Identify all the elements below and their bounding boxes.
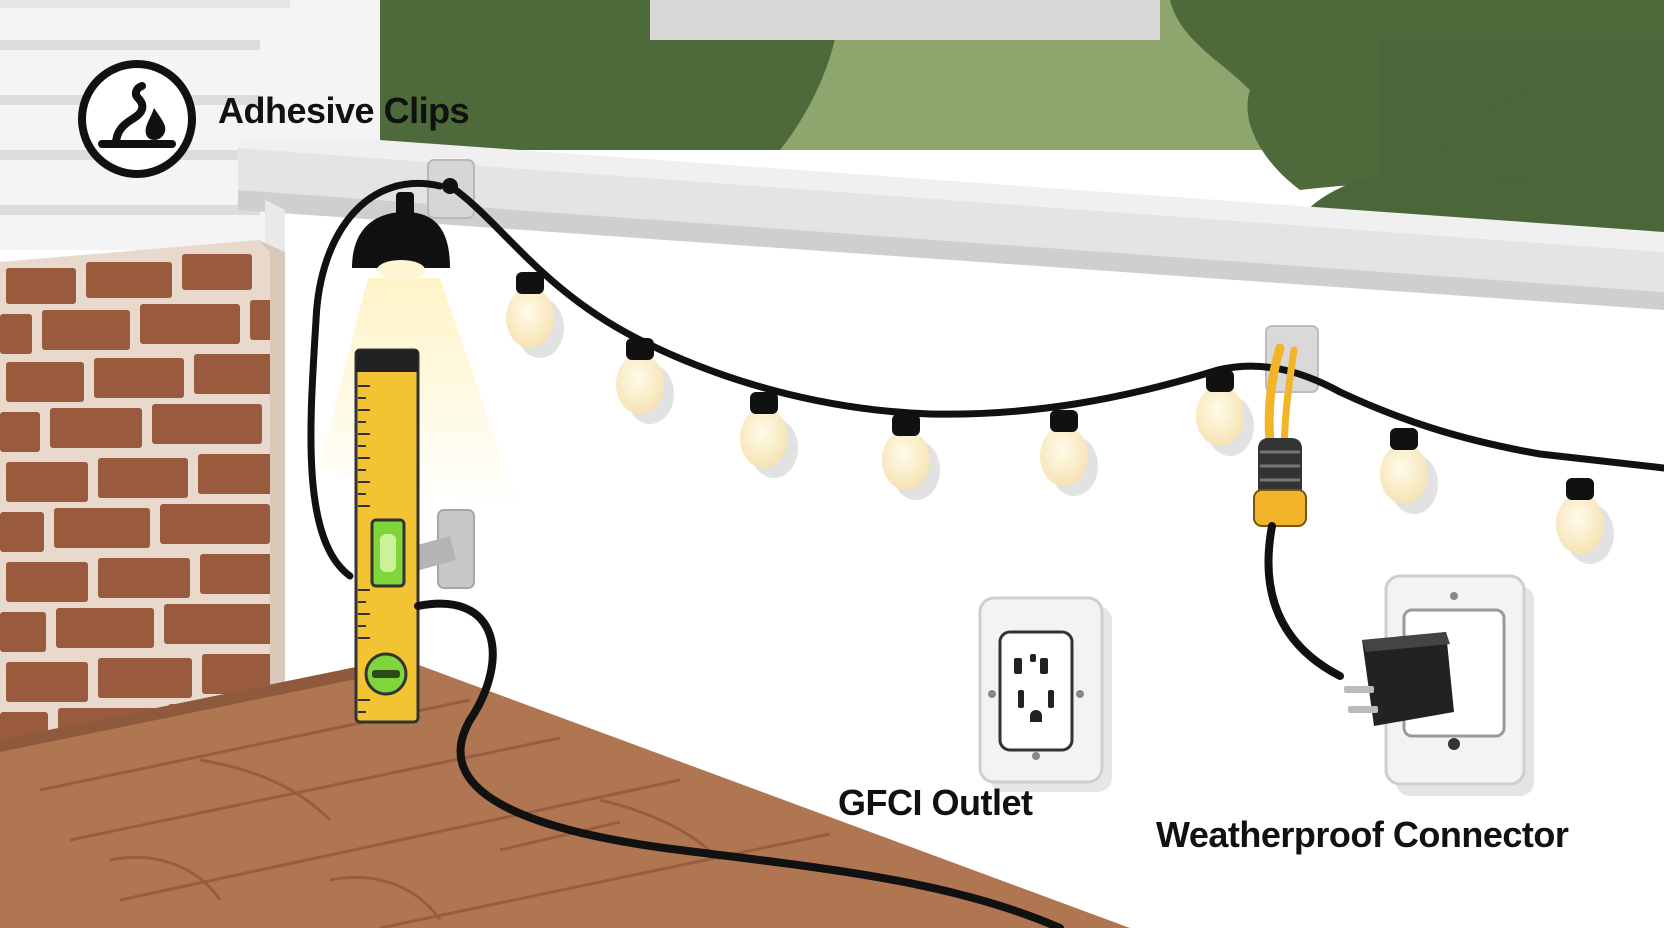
spirit-level [354,348,475,724]
bulb [1040,410,1098,496]
bulb [616,338,674,424]
bulb [1556,478,1614,564]
bulbs [506,272,1614,564]
house-siding [0,0,380,250]
window-view [380,0,1664,260]
gfci-outlet [978,596,1112,792]
adhesive-clips-label: Adhesive Clips [218,90,470,131]
bulb [506,272,564,358]
power-cord [414,599,1064,928]
adhesive-drop-icon [78,60,196,178]
outlet-with-plug [1344,574,1534,796]
bulb [1380,428,1438,514]
weatherproof-connector [1253,343,1344,680]
wooden-deck [0,658,1130,928]
gfci-outlet-label: GFCI Outlet [838,782,1033,823]
bulb [882,414,940,500]
bulb [740,392,798,478]
bulb [1196,370,1254,456]
weatherproof-connector-label: Weatherproof Connector [1156,814,1569,855]
string-light-cord [307,179,1664,580]
